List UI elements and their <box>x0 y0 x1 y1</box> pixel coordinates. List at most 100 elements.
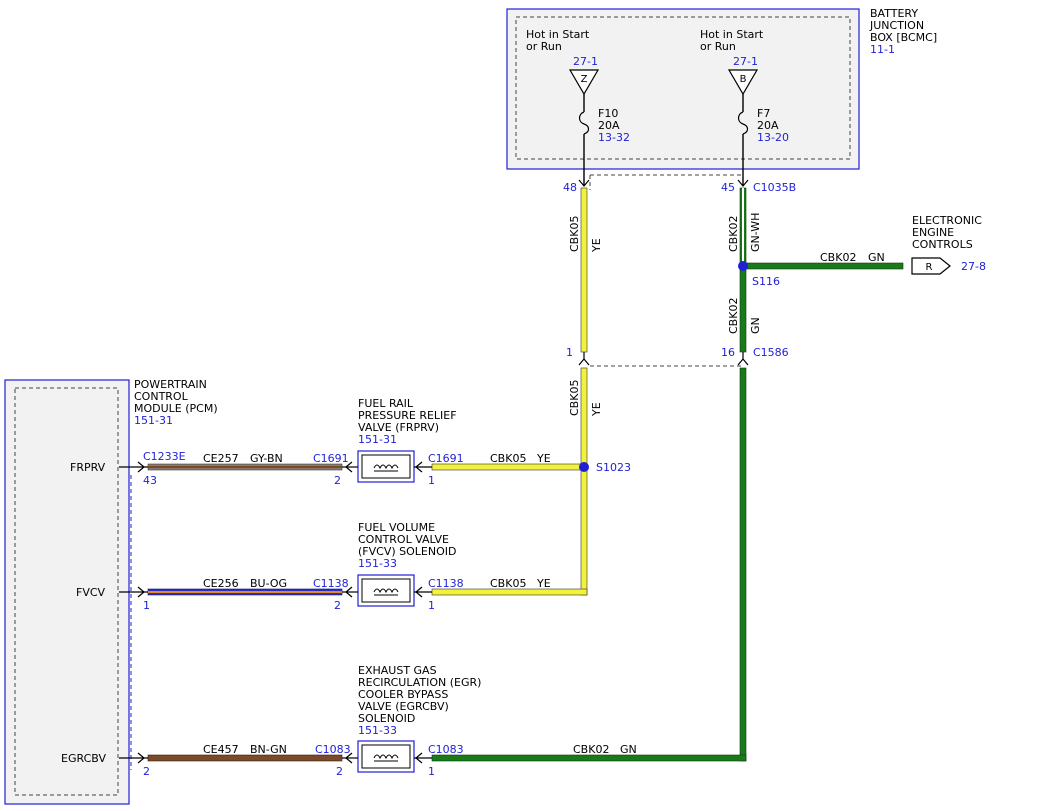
pcm-ref[interactable]: 151-31 <box>134 414 173 427</box>
wire-ce257-color: GY-BN <box>250 452 283 465</box>
connector-c1035b-label[interactable]: C1035B <box>753 181 796 194</box>
eec-title-line-2: ENGINE <box>912 226 954 239</box>
pcm-module[interactable] <box>4 379 130 805</box>
frprv-pin-1-arrow-icon <box>415 461 423 473</box>
wire-ce257-circuit: CE257 <box>203 452 239 465</box>
frprv-conn-left[interactable]: C1691 <box>313 452 349 465</box>
wire-cbk02-gn-bottom[interactable] <box>739 367 747 762</box>
pcm-pin-frprv-label: FRPRV <box>70 461 106 474</box>
power-source-b-letter: B <box>740 74 747 85</box>
bjb-right-power-ref[interactable]: 27-1 <box>733 55 758 68</box>
wire-ce457-color: BN-GN <box>250 743 287 756</box>
pin-48-arrow-icon <box>578 179 590 187</box>
frprv-conn-right[interactable]: C1691 <box>428 452 464 465</box>
bjb-right-hot-line-1: Hot in Start <box>700 28 764 41</box>
bjb-title-line-2: JUNCTION <box>869 19 924 32</box>
frprv-ref[interactable]: 151-31 <box>358 433 397 446</box>
pcm-pin-43-label[interactable]: 43 <box>143 474 157 487</box>
c1586-pin-16-label[interactable]: 16 <box>721 346 735 359</box>
pcm-pin-1-label[interactable]: 1 <box>143 599 150 612</box>
wire-ce256-color: BU-OG <box>250 577 287 590</box>
connector-c1586-label[interactable]: C1586 <box>753 346 789 359</box>
frprv-title-line-2: PRESSURE RELIEF <box>358 409 457 422</box>
power-source-z-letter: Z <box>581 74 588 85</box>
pcm-pin-2-label[interactable]: 2 <box>143 765 150 778</box>
eec-ref[interactable]: 27-8 <box>961 260 986 273</box>
fvcv-solenoid-icon[interactable] <box>357 574 415 607</box>
wire-cbk05-top-color: YE <box>590 238 603 253</box>
wire-cbk05-ye-top[interactable] <box>580 187 588 353</box>
fvcv-title-line-1: FUEL VOLUME <box>358 521 435 534</box>
pcm-pin-1-arrow-icon <box>137 586 145 598</box>
splice-s116-icon[interactable] <box>738 261 748 271</box>
fvcv-pin-left[interactable]: 2 <box>334 599 341 612</box>
bjb-ref[interactable]: 11-1 <box>870 43 895 56</box>
egr-pin-2-arrow-icon <box>345 752 353 764</box>
bjb-title-line-3: BOX [BCMC] <box>870 31 937 44</box>
battery-junction-box[interactable] <box>506 8 860 170</box>
power-source-b-icon <box>727 69 759 96</box>
egr-conn-left[interactable]: C1083 <box>315 743 351 756</box>
fvcv-ref[interactable]: 151-33 <box>358 557 397 570</box>
fvcv-title-line-3: (FVCV) SOLENOID <box>358 545 456 558</box>
frprv-title-line-3: VALVE (FRPRV) <box>358 421 439 434</box>
wire-egr-right-color: GN <box>620 743 637 756</box>
eec-connector-icon[interactable] <box>911 257 951 275</box>
pcm-connector-c1233e-label[interactable]: C1233E <box>143 450 186 463</box>
wire-cbk05-mid-color: YE <box>590 402 603 417</box>
fuse-f10-ref[interactable]: 13-32 <box>598 131 630 144</box>
frprv-pin-right[interactable]: 1 <box>428 474 435 487</box>
egr-title-line-1: EXHAUST GAS <box>358 664 437 677</box>
wire-frprv-right-circuit: CBK05 <box>490 452 526 465</box>
splice-s116-label[interactable]: S116 <box>752 275 780 288</box>
wire-frprv-right-color: YE <box>536 452 551 465</box>
c1586-pin-1-label[interactable]: 1 <box>566 346 573 359</box>
wire-egr-right-circuit: CBK02 <box>573 743 609 756</box>
wire-cbk05-mid-circuit: CBK05 <box>568 380 581 416</box>
eec-connector-letter: R <box>926 262 933 273</box>
fvcv-conn-right[interactable]: C1138 <box>428 577 464 590</box>
pin-48-label[interactable]: 48 <box>563 181 577 194</box>
pin-45-arrow-icon <box>737 179 749 187</box>
pcm-pin-fvcv-label: FVCV <box>76 586 106 599</box>
fuse-f7-rating: 20A <box>757 119 779 132</box>
wire-eec-color: GN <box>868 251 885 264</box>
egr-pin-left[interactable]: 2 <box>336 765 343 778</box>
egr-pin-right[interactable]: 1 <box>428 765 435 778</box>
wire-cbk05-top-circuit: CBK05 <box>568 216 581 252</box>
bjb-left-hot-line-2: or Run <box>526 40 562 53</box>
wire-cbk02-gn-mid[interactable] <box>739 265 747 353</box>
wire-cbk02-mid-color: GN <box>749 317 762 334</box>
egr-solenoid-icon[interactable] <box>357 740 415 773</box>
egr-ref[interactable]: 151-33 <box>358 724 397 737</box>
fvcv-pin-right[interactable]: 1 <box>428 599 435 612</box>
fvcv-pin-1-arrow-icon <box>415 586 423 598</box>
fuse-f7-icon <box>737 111 749 135</box>
pin-1-c1586-arrow-icon <box>578 352 590 366</box>
fuse-f7-ref[interactable]: 13-20 <box>757 131 789 144</box>
egr-title-line-5: SOLENOID <box>358 712 415 725</box>
wire-cbk02-mid-circuit: CBK02 <box>727 298 740 334</box>
wire-cbk02-top-circuit: CBK02 <box>727 216 740 252</box>
pin-45-label[interactable]: 45 <box>721 181 735 194</box>
pcm-title-line-2: CONTROL <box>134 390 189 403</box>
fuse-f10-rating: 20A <box>598 119 620 132</box>
splice-s1023-icon[interactable] <box>579 462 589 472</box>
pcm-title-line-1: POWERTRAIN <box>134 378 207 391</box>
fuse-f7-name: F7 <box>757 107 770 120</box>
splice-s1023-label[interactable]: S1023 <box>596 461 631 474</box>
wire-cbk02-gn-wh[interactable] <box>739 187 747 267</box>
frprv-pin-2-arrow-icon <box>345 461 353 473</box>
fvcv-conn-left[interactable]: C1138 <box>313 577 349 590</box>
wire-eec-circuit: CBK02 <box>820 251 856 264</box>
frprv-pin-left[interactable]: 2 <box>334 474 341 487</box>
egr-conn-right[interactable]: C1083 <box>428 743 464 756</box>
fuse-f10-name: F10 <box>598 107 618 120</box>
wire-ce457-bn-gn[interactable] <box>147 754 343 762</box>
wire-cbk05-ye-mid[interactable] <box>580 367 588 596</box>
frprv-solenoid-icon[interactable] <box>357 450 415 483</box>
egr-pin-1-arrow-icon <box>415 752 423 764</box>
bjb-title-line-1: BATTERY <box>870 7 918 20</box>
bjb-left-power-ref[interactable]: 27-1 <box>573 55 598 68</box>
